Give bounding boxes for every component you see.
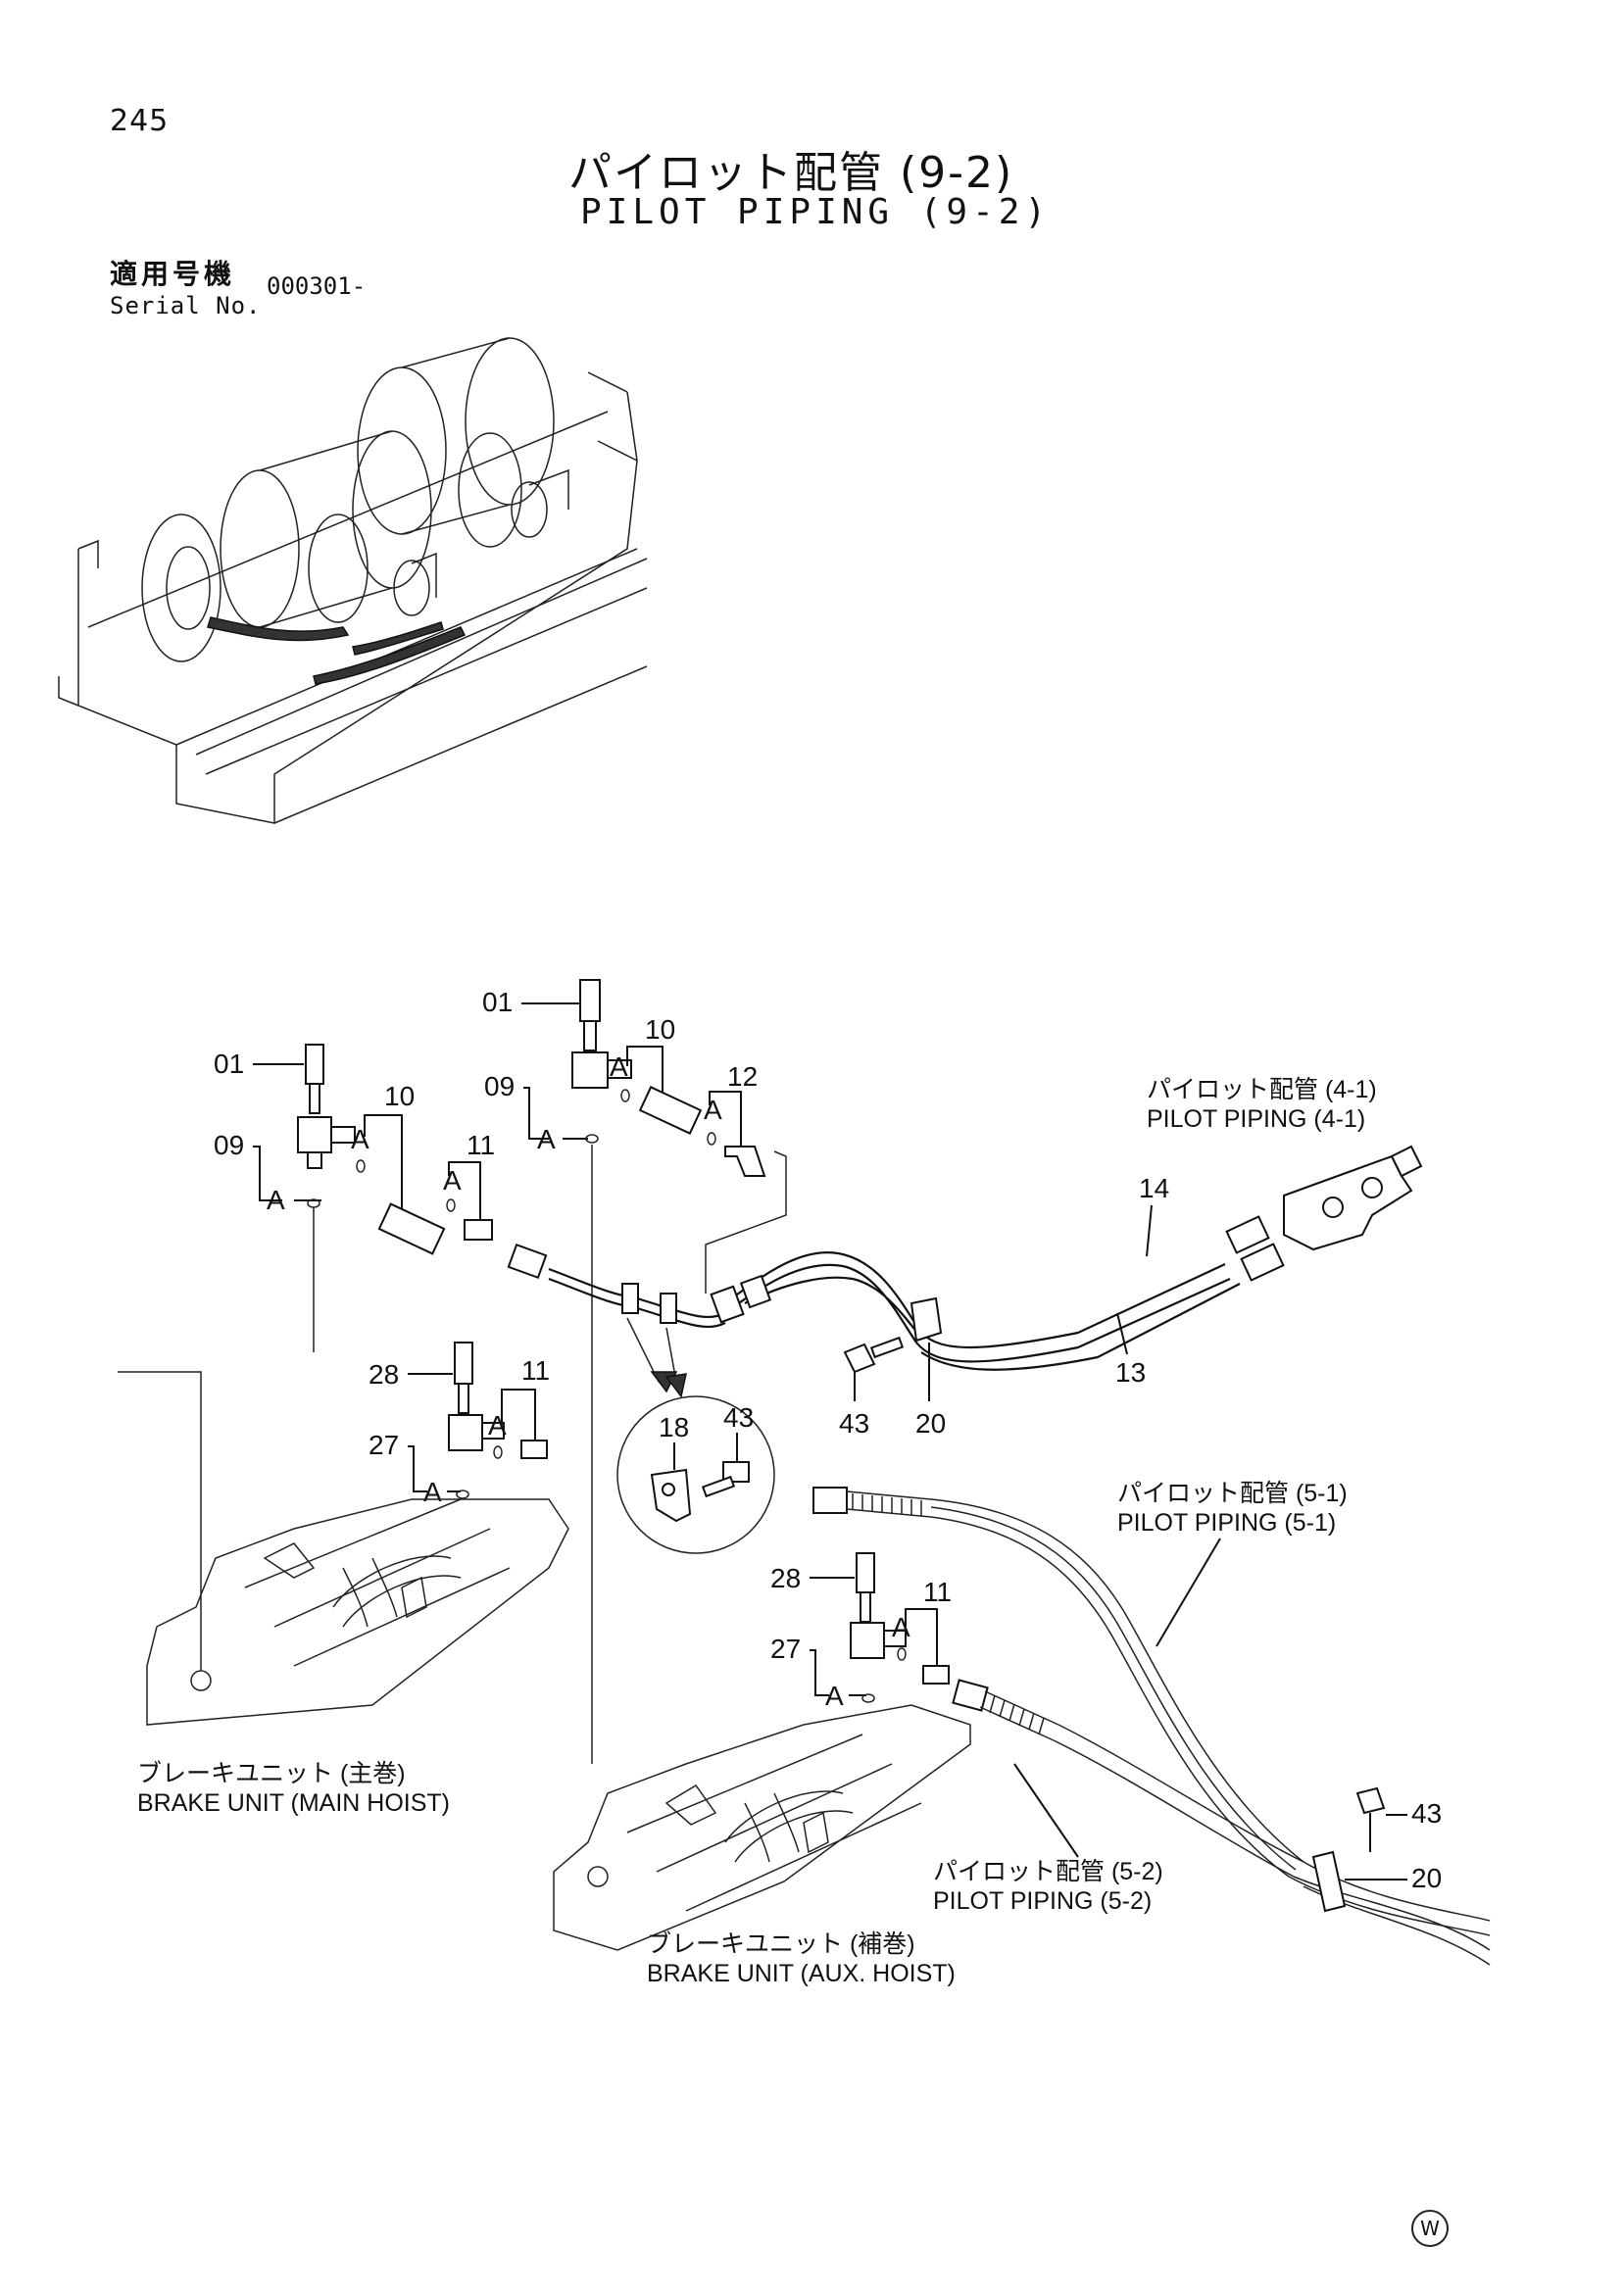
pilot-hoses-5-1-5-2 — [812, 1487, 1491, 1966]
a-letter: A — [488, 1410, 507, 1441]
callout-20-upper: 20 — [915, 1408, 946, 1439]
serial-label: Serial No. — [110, 292, 262, 319]
a-letter: A — [892, 1612, 910, 1642]
callout-11-left: 11 — [467, 1130, 495, 1160]
caption-brake-main: BRAKE UNIT (MAIN HOIST) — [137, 1789, 450, 1817]
watermark-mark: W — [1411, 2210, 1449, 2247]
callout-11-aux: 11 — [923, 1577, 952, 1607]
a-letter: A — [704, 1095, 722, 1125]
callout-01-top: 01 — [482, 987, 513, 1017]
serial-number: 000301- — [267, 272, 367, 300]
caption-pilot-5-2: PILOT PIPING (5-2) — [933, 1887, 1152, 1915]
callout-10-top: 10 — [645, 1014, 675, 1045]
a-letter: A — [610, 1051, 628, 1082]
overview-winch-sketch — [58, 337, 648, 824]
page-title: PILOT PIPING (9-2) — [580, 192, 1052, 232]
caption-pilot-5-2-japanese: パイロット配管 (5-2) — [933, 1858, 1163, 1885]
pilot-pipe-routing — [507, 1145, 1423, 1398]
callout-28-aux: 28 — [770, 1563, 801, 1593]
page-number: 245 — [110, 104, 170, 138]
callout-09-top: 09 — [484, 1071, 515, 1101]
page-title-japanese: パイロット配管 (9-2) — [568, 148, 1014, 198]
callout-43-lower: 43 — [1411, 1798, 1442, 1829]
caption-brake-aux-japanese: ブレーキユニット (補巻) — [647, 1930, 915, 1958]
aux-brake-fittings: 28 27 A A 11 — [770, 1552, 952, 1711]
callout-12: 12 — [727, 1061, 758, 1092]
brake-unit-main-hoist — [118, 1371, 569, 1726]
a-letter: A — [443, 1165, 462, 1196]
brake-unit-aux-hoist — [553, 1704, 971, 1951]
caption-brake-aux: BRAKE UNIT (AUX. HOIST) — [647, 1960, 956, 1987]
callout-27-aux: 27 — [770, 1634, 801, 1664]
a-letter: A — [351, 1124, 369, 1154]
a-letter: A — [267, 1185, 285, 1215]
callout-43-upper: 43 — [839, 1408, 869, 1439]
callout-10-left: 10 — [384, 1081, 415, 1111]
main-hoist-fittings: 01 09 A A 10 A 11 — [214, 1044, 495, 1352]
caption-pilot-5-1: PILOT PIPING (5-1) — [1117, 1509, 1336, 1537]
a-letter: A — [537, 1124, 556, 1154]
caption-pilot-4-1-japanese: パイロット配管 (4-1) — [1147, 1076, 1377, 1103]
callout-43-detail: 43 — [723, 1402, 754, 1433]
main-brake-fittings: 28 27 A A 11 — [369, 1342, 550, 1507]
caption-pilot-5-1-japanese: パイロット配管 (5-1) — [1117, 1480, 1348, 1507]
callout-28-main: 28 — [369, 1359, 399, 1390]
caption-pilot-4-1: PILOT PIPING (4-1) — [1147, 1105, 1365, 1133]
caption-brake-main-japanese: ブレーキユニット (主巻) — [137, 1760, 406, 1787]
callout-11-main: 11 — [521, 1355, 550, 1386]
aux-hoist-fittings: 01 09 A A 10 A 12 — [482, 979, 787, 1764]
callout-18: 18 — [659, 1412, 689, 1442]
callout-01-left: 01 — [214, 1049, 244, 1079]
a-letter: A — [825, 1681, 844, 1711]
callout-09-left: 09 — [214, 1130, 244, 1160]
callout-27-main: 27 — [369, 1430, 399, 1460]
serial-label-japanese: 適用号機 — [110, 258, 236, 290]
callout-14: 14 — [1139, 1173, 1169, 1203]
a-letter: A — [423, 1477, 442, 1507]
callout-13: 13 — [1115, 1357, 1146, 1388]
callout-20-lower: 20 — [1411, 1863, 1442, 1893]
detail-clamp-view: 18 43 — [616, 1395, 775, 1554]
